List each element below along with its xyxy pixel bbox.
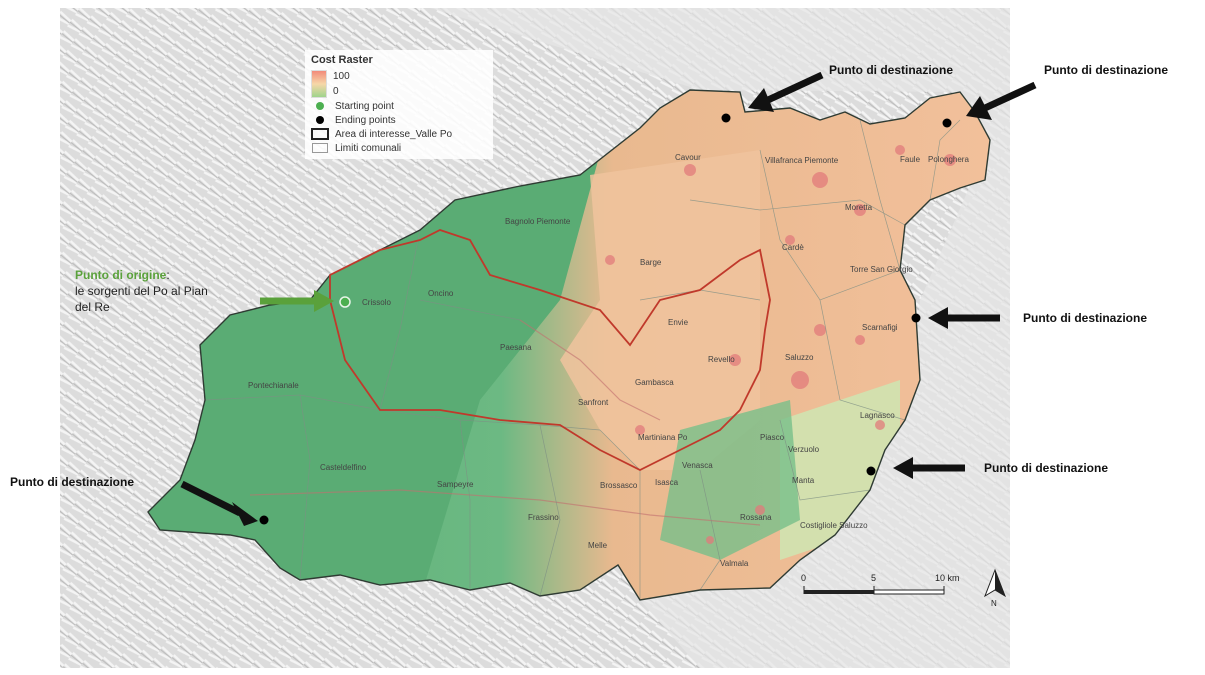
origin-line-1: le sorgenti del Po al Pian (75, 284, 208, 298)
destination-label-5: Punto di destinazione (10, 475, 135, 489)
arrows (180, 71, 1037, 526)
north-label: N (991, 599, 997, 608)
legend-starting-label: Starting point (335, 100, 394, 112)
ending-point-marker-5 (259, 515, 269, 525)
origin-colon: : (166, 268, 170, 282)
scale-label-10: 10 km (935, 573, 960, 583)
legend-low-value: 0 (333, 86, 339, 97)
legend-gradient-row: 100 0 (311, 69, 487, 99)
origin-title: Punto di origine (75, 268, 167, 282)
legend-row-area: Area di interesse_Valle Po (311, 127, 487, 141)
destination-label-2: Punto di destinazione (1044, 63, 1169, 77)
legend-ending-label: Ending points (335, 114, 396, 126)
muni-label-melle: Melle (588, 541, 608, 550)
muni-label-frassino: Frassino (528, 513, 559, 522)
destination-label-3: Punto di destinazione (1023, 311, 1148, 325)
origin-label: Punto di origine: le sorgenti del Po al … (75, 267, 255, 315)
muni-label-martiniana: Martiniana Po (638, 433, 688, 442)
origin-line-2: del Re (75, 300, 110, 314)
study-area-outline (147, 89, 991, 601)
muni-label-gambasca: Gambasca (635, 378, 674, 387)
ending-point-marker-4 (866, 466, 876, 476)
muni-label-villafranca: Villafranca Piemonte (765, 156, 839, 165)
muni-label-costigliole: Costigliole Saluzzo (800, 521, 868, 530)
starting-point-marker (339, 296, 351, 308)
muni-label-oncino: Oncino (428, 289, 454, 298)
destination-label-1: Punto di destinazione (829, 63, 954, 77)
muni-label-piasco: Piasco (760, 433, 785, 442)
muni-label-revello: Revello (708, 355, 735, 364)
muni-label-envie: Envie (668, 318, 689, 327)
muni-label-scarnafigi: Scarnafigi (862, 323, 898, 332)
muni-label-paesana: Paesana (500, 343, 532, 352)
muni-label-cavour: Cavour (675, 153, 701, 162)
muni-label-torre-san-giorgio: Torre San Giorgio (850, 265, 913, 274)
black-dot-icon (316, 116, 324, 124)
muni-label-pontechianale: Pontechianale (248, 381, 299, 390)
legend-area-label: Area di interesse_Valle Po (335, 128, 453, 140)
muni-label-faule: Faule (900, 155, 921, 164)
cost-gradient-swatch (311, 70, 327, 98)
muni-label-manta: Manta (792, 476, 815, 485)
ending-point-marker-1 (721, 113, 731, 123)
legend-title: Cost Raster (311, 54, 373, 66)
muni-label-casteldelfino: Casteldelfino (320, 463, 367, 472)
north-arrow-icon: N (984, 568, 1006, 608)
ending-point-marker-2 (942, 118, 952, 128)
area-of-interest-outline (329, 229, 771, 472)
legend-row-limits: Limiti comunali (311, 141, 487, 155)
green-dot-icon (316, 102, 324, 110)
municipality-labels: Cavour Villafranca Piemonte Faule Polong… (248, 153, 969, 568)
muni-label-moretta: Moretta (845, 203, 873, 212)
muni-label-lagnasco: Lagnasco (860, 411, 895, 420)
legend-high-value: 100 (333, 71, 350, 82)
map-legend: Cost Raster 100 0 Starting point Ending … (305, 50, 493, 159)
destination-label-4: Punto di destinazione (984, 461, 1109, 475)
outline-box-icon (311, 128, 329, 140)
muni-label-verzuolo: Verzuolo (788, 445, 820, 454)
muni-label-isasca: Isasca (655, 478, 679, 487)
muni-label-venasca: Venasca (682, 461, 713, 470)
muni-label-sampeyre: Sampeyre (437, 480, 474, 489)
thin-box-icon (312, 143, 328, 153)
muni-label-barge: Barge (640, 258, 662, 267)
muni-label-polonghera: Polonghera (928, 155, 969, 164)
muni-label-saluzzo: Saluzzo (785, 353, 814, 362)
legend-row-end: Ending points (311, 113, 487, 127)
scale-bar (803, 586, 945, 595)
ending-point-marker-3 (911, 313, 921, 323)
muni-label-brossasco: Brossasco (600, 481, 638, 490)
municipal-boundaries (204, 119, 961, 600)
legend-limits-label: Limiti comunali (335, 142, 402, 154)
muni-label-bagnolo: Bagnolo Piemonte (505, 217, 571, 226)
scale-label-5: 5 (871, 573, 877, 583)
muni-label-valmala: Valmala (720, 559, 749, 568)
muni-label-rossana: Rossana (740, 513, 772, 522)
muni-label-carde: Cardè (782, 243, 804, 252)
muni-label-sanfront: Sanfront (578, 398, 609, 407)
scale-label-0: 0 (801, 573, 807, 583)
legend-row-start: Starting point (311, 99, 487, 113)
muni-label-crissolo: Crissolo (362, 298, 391, 307)
